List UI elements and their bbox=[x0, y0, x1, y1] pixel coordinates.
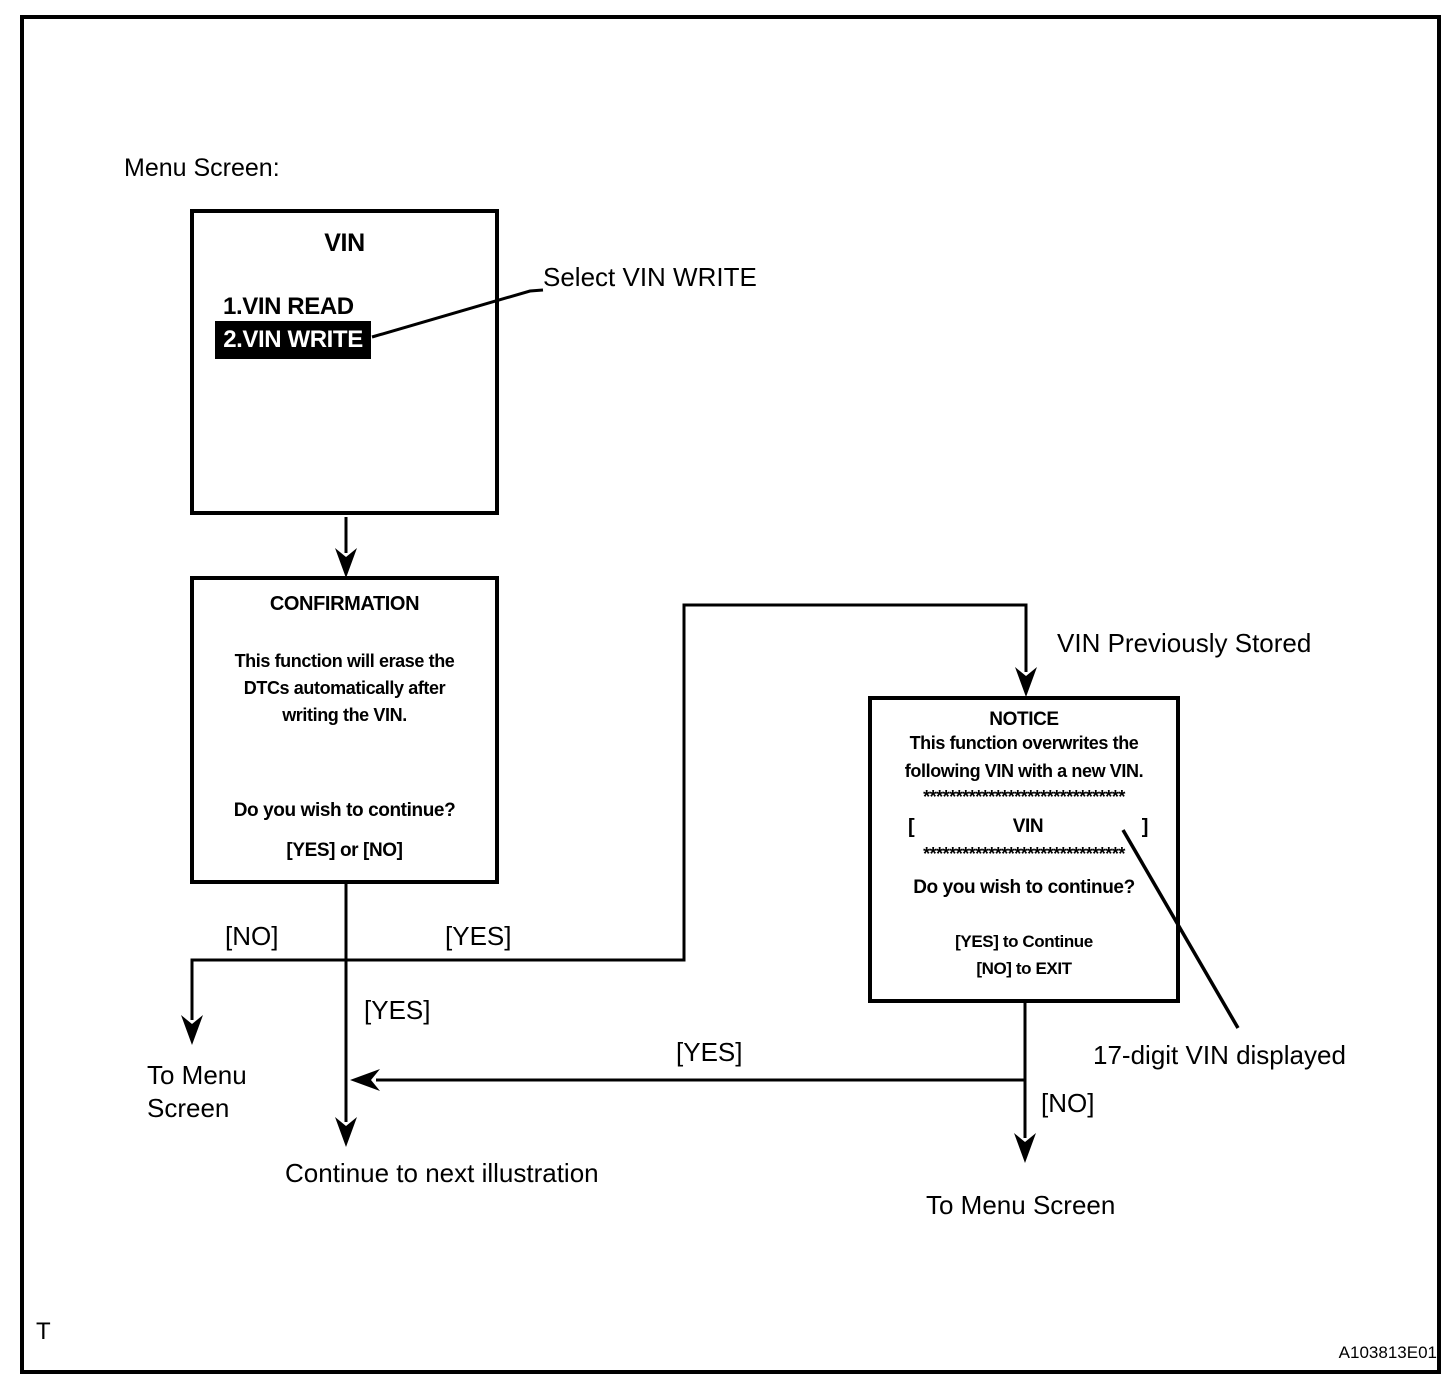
menu-item-vin-write-highlighted: 2.VIN WRITE bbox=[215, 321, 371, 359]
confirmation-body-2: DTCs automatically after bbox=[243, 678, 446, 698]
branch-label-yes-right: [YES] bbox=[445, 921, 512, 951]
seventeen-digit-vin-callout: 17-digit VIN displayed bbox=[1093, 1040, 1346, 1070]
continue-next-illustration-label: Continue to next illustration bbox=[285, 1158, 599, 1188]
notice-title: NOTICE bbox=[989, 709, 1059, 730]
vin-menu-screen: VIN 1.VIN READ 2.VIN WRITE bbox=[190, 209, 499, 515]
notice-yes-line: [YES] to Continue bbox=[955, 932, 1093, 951]
notice-screen: NOTICE This function overwrites the foll… bbox=[868, 696, 1180, 1003]
select-vin-write-callout: Select VIN WRITE bbox=[543, 262, 757, 292]
footer-t-mark: T bbox=[36, 1318, 51, 1345]
notice-no-line: [NO] to EXIT bbox=[976, 959, 1072, 978]
vin-menu-title: VIN bbox=[324, 229, 365, 257]
branch-label-no-left: [NO] bbox=[225, 921, 279, 951]
notice-body-1: This function overwrites the bbox=[909, 733, 1139, 753]
notice-bracket-close: ] bbox=[1141, 815, 1149, 838]
vin-previously-stored-callout: VIN Previously Stored bbox=[1057, 628, 1312, 658]
notice-stars-top: ******************************* bbox=[923, 787, 1125, 807]
menu-screen-caption: Menu Screen: bbox=[124, 154, 280, 182]
to-menu-screen-left-line1: To Menu bbox=[147, 1060, 247, 1090]
menu-item-vin-read: 1.VIN READ bbox=[223, 293, 354, 320]
to-menu-screen-right-label: To Menu Screen bbox=[926, 1190, 1116, 1220]
branch-label-yes-down: [YES] bbox=[364, 995, 431, 1025]
notice-body-2: following VIN with a new VIN. bbox=[904, 761, 1144, 781]
to-menu-screen-left-line2: Screen bbox=[147, 1093, 230, 1123]
confirmation-body-1: This function will erase the bbox=[234, 651, 455, 671]
figure-id: A103813E01 bbox=[1338, 1343, 1437, 1362]
confirmation-body-3: writing the VIN. bbox=[282, 705, 407, 725]
return-label-yes: [YES] bbox=[676, 1037, 743, 1067]
notice-bracket-open: [ bbox=[908, 815, 915, 838]
confirmation-question: Do you wish to continue? bbox=[233, 800, 456, 821]
notice-question: Do you wish to continue? bbox=[913, 877, 1135, 898]
confirmation-title: CONFIRMATION bbox=[269, 593, 420, 615]
confirmation-screen: CONFIRMATION This function will erase th… bbox=[190, 576, 499, 884]
notice-vin-field: VIN bbox=[1012, 816, 1044, 837]
confirmation-options: [YES] or [NO] bbox=[286, 840, 403, 861]
branch-label-no-right: [NO] bbox=[1041, 1088, 1095, 1118]
notice-stars-bottom: ******************************* bbox=[923, 844, 1125, 864]
